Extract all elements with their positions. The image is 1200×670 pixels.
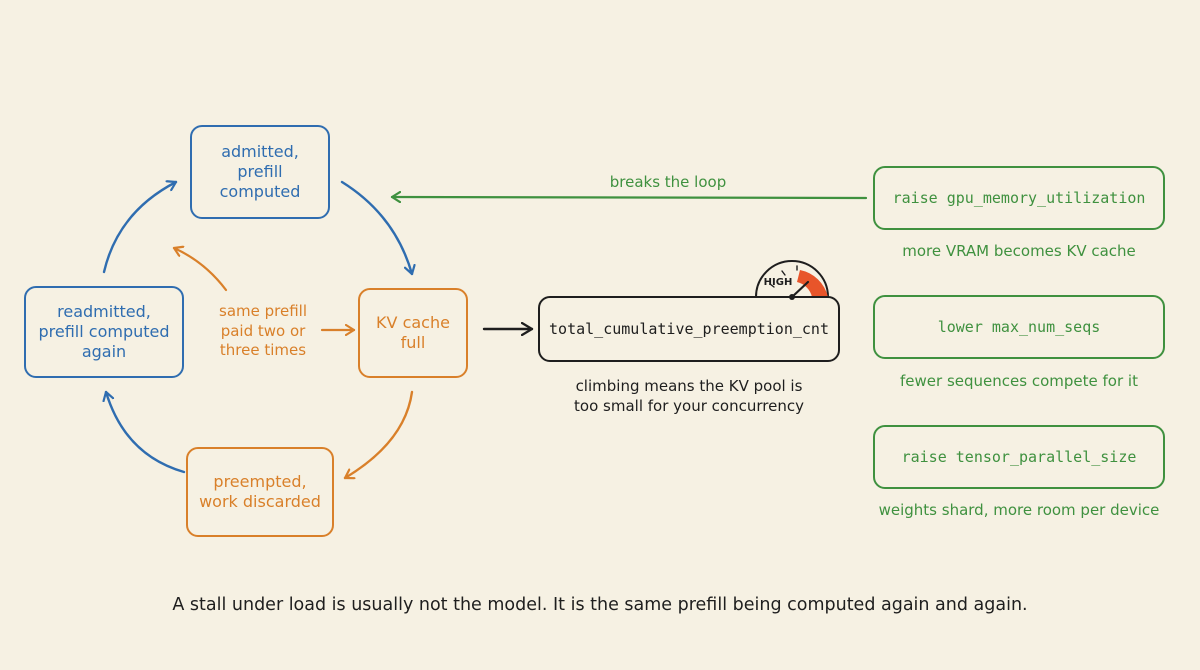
arrow-readmitted-to-admitted [102, 182, 178, 274]
remedy-effect-max-num-seqs: fewer sequences compete for it [900, 372, 1138, 390]
gauge-icon [755, 260, 829, 300]
remedy-box-gpu-memory: raise gpu_memory_utilization [873, 166, 1165, 230]
remedy-box-tensor-parallel: raise tensor_parallel_size [873, 425, 1165, 489]
metric-box: total_cumulative_preemption_cnt [538, 296, 840, 362]
arrow-kvfull-to-preempted [343, 390, 414, 478]
arrow-repeat-curve [172, 248, 228, 292]
arrow-breaks-loop [390, 197, 868, 198]
remedy-effect-gpu-memory: more VRAM becomes KV cache [902, 242, 1136, 260]
metric-caption: climbing means the KV pool is too small … [574, 377, 804, 415]
node-admitted: admitted, prefill computed [190, 125, 330, 219]
gauge-label: HIGH [763, 277, 793, 288]
arrow-admitted-to-kvfull [340, 180, 412, 276]
breaks-loop-label: breaks the loop [609, 173, 727, 191]
footer-caption: A stall under load is usually not the mo… [172, 595, 1028, 615]
node-readmitted: readmitted, prefill computed again [24, 286, 184, 378]
remedy-box-max-num-seqs: lower max_num_seqs [873, 295, 1165, 359]
remedy-effect-tensor-parallel: weights shard, more room per device [878, 501, 1160, 519]
arrow-preempted-to-readmitted [106, 390, 186, 474]
repeat-note: same prefill paid two or three times [219, 302, 307, 359]
node-kv-cache-full: KV cache full [358, 288, 468, 378]
node-preempted: preempted, work discarded [186, 447, 334, 537]
